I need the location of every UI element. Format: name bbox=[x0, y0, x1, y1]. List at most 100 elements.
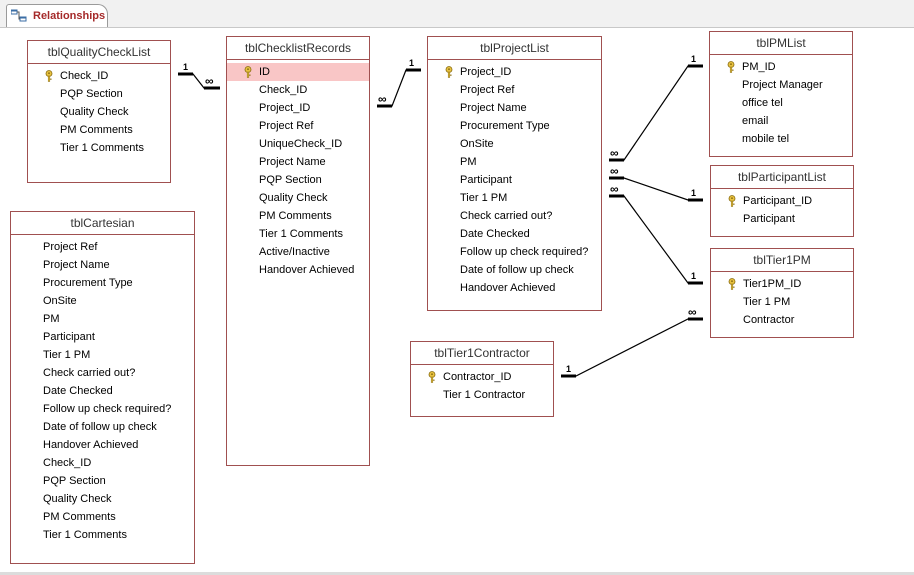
field-name: Follow up check required? bbox=[460, 246, 589, 258]
field-row[interactable]: Project Name bbox=[11, 256, 194, 274]
field-row[interactable]: Check carried out? bbox=[11, 364, 194, 382]
relationships-tab[interactable]: Relationships bbox=[6, 4, 108, 28]
primary-key-icon bbox=[44, 70, 54, 82]
field-row[interactable]: PM bbox=[11, 310, 194, 328]
field-row[interactable]: Tier1PM_ID bbox=[711, 275, 853, 293]
field-name: Handover Achieved bbox=[43, 439, 139, 451]
field-row[interactable]: PM Comments bbox=[11, 508, 194, 526]
field-row[interactable]: Follow up check required? bbox=[428, 243, 601, 261]
field-row[interactable]: Handover Achieved bbox=[428, 279, 601, 297]
field-row[interactable]: PQP Section bbox=[227, 171, 369, 189]
field-name: Quality Check bbox=[259, 192, 328, 204]
field-row[interactable]: Quality Check bbox=[227, 189, 369, 207]
table-title[interactable]: tblCartesian bbox=[11, 212, 194, 235]
field-name: Participant_ID bbox=[743, 195, 813, 207]
field-row[interactable]: PM_ID bbox=[710, 58, 852, 76]
field-row[interactable]: Check_ID bbox=[28, 67, 170, 85]
field-row[interactable]: Tier 1 Comments bbox=[227, 225, 369, 243]
field-row[interactable]: mobile tel bbox=[710, 130, 852, 148]
field-name: Check carried out? bbox=[43, 367, 136, 379]
relationships-canvas[interactable]: 1 ∞ 1 ∞ 1 ∞ 1 ∞ 1 ∞ 1 ∞ tblQualityCheckL… bbox=[0, 28, 914, 575]
field-row[interactable]: Project_ID bbox=[428, 63, 601, 81]
field-name: Project Name bbox=[259, 156, 326, 168]
field-row[interactable]: Quality Check bbox=[11, 490, 194, 508]
table-title[interactable]: tblProjectList bbox=[428, 37, 601, 60]
field-row[interactable]: Tier 1 PM bbox=[11, 346, 194, 364]
field-row[interactable]: Tier 1 PM bbox=[428, 189, 601, 207]
field-row[interactable]: Date Checked bbox=[11, 382, 194, 400]
field-row[interactable]: Participant bbox=[428, 171, 601, 189]
field-row[interactable]: Quality Check bbox=[28, 103, 170, 121]
field-row[interactable]: Tier 1 PM bbox=[711, 293, 853, 311]
field-row[interactable]: PQP Section bbox=[11, 472, 194, 490]
field-row[interactable]: Participant bbox=[711, 210, 853, 228]
field-name: Date Checked bbox=[460, 228, 530, 240]
field-row[interactable]: Tier 1 Comments bbox=[28, 139, 170, 157]
field-name: Project_ID bbox=[259, 102, 311, 114]
field-row[interactable]: Handover Achieved bbox=[11, 436, 194, 454]
many-marker: ∞ bbox=[378, 92, 387, 106]
field-row[interactable]: PM bbox=[428, 153, 601, 171]
field-row[interactable]: Check carried out? bbox=[428, 207, 601, 225]
field-row[interactable]: Procurement Type bbox=[11, 274, 194, 292]
field-name: Participant bbox=[460, 174, 512, 186]
tab-divider bbox=[0, 27, 914, 28]
field-row[interactable]: Date of follow up check bbox=[11, 418, 194, 436]
document-tab-strip: Relationships bbox=[0, 0, 914, 28]
field-row[interactable]: email bbox=[710, 112, 852, 130]
table-title[interactable]: tblPMList bbox=[710, 32, 852, 55]
field-row[interactable]: Date Checked bbox=[428, 225, 601, 243]
field-name: Tier 1 PM bbox=[743, 296, 791, 308]
field-row[interactable]: Contractor_ID bbox=[411, 368, 553, 386]
field-row[interactable]: Contractor bbox=[711, 311, 853, 329]
field-row[interactable]: Participant bbox=[11, 328, 194, 346]
field-row[interactable]: Project Name bbox=[227, 153, 369, 171]
table-title[interactable]: tblChecklistRecords bbox=[227, 37, 369, 60]
field-row[interactable]: Check_ID bbox=[11, 454, 194, 472]
field-name: email bbox=[742, 115, 769, 127]
field-row[interactable]: Project Manager bbox=[710, 76, 852, 94]
field-row[interactable]: ID bbox=[227, 63, 369, 81]
field-row[interactable]: Tier 1 Contractor bbox=[411, 386, 553, 404]
field-row[interactable]: Project_ID bbox=[227, 99, 369, 117]
field-row[interactable]: OnSite bbox=[11, 292, 194, 310]
field-row[interactable]: Check_ID bbox=[227, 81, 369, 99]
field-row[interactable]: UniqueCheck_ID bbox=[227, 135, 369, 153]
field-name: Quality Check bbox=[60, 106, 129, 118]
field-row[interactable]: PQP Section bbox=[28, 85, 170, 103]
field-name: PM_ID bbox=[742, 61, 776, 73]
table-title[interactable]: tblQualityCheckList bbox=[28, 41, 170, 64]
table-title[interactable]: tblTier1PM bbox=[711, 249, 853, 272]
field-row[interactable]: office tel bbox=[710, 94, 852, 112]
table-title[interactable]: tblParticipantList bbox=[711, 166, 853, 189]
table-tier1pm[interactable]: tblTier1PM Tier1PM_ID Tier 1 PM Contractor bbox=[710, 248, 854, 338]
field-name: Tier 1 Contractor bbox=[443, 389, 526, 401]
field-row[interactable]: Project Ref bbox=[11, 238, 194, 256]
field-row[interactable]: OnSite bbox=[428, 135, 601, 153]
rel-line-qualitycheck-checklist bbox=[178, 73, 220, 89]
field-row[interactable]: Project Ref bbox=[428, 81, 601, 99]
primary-key-icon bbox=[727, 195, 737, 207]
field-row[interactable]: Date of follow up check bbox=[428, 261, 601, 279]
field-row[interactable]: Tier 1 Comments bbox=[11, 526, 194, 544]
field-row[interactable]: Follow up check required? bbox=[11, 400, 194, 418]
field-row[interactable]: Project Name bbox=[428, 99, 601, 117]
field-row[interactable]: Participant_ID bbox=[711, 192, 853, 210]
field-name: PM bbox=[43, 313, 60, 325]
field-row[interactable]: Active/Inactive bbox=[227, 243, 369, 261]
field-row[interactable]: PM Comments bbox=[227, 207, 369, 225]
table-title[interactable]: tblTier1Contractor bbox=[411, 342, 553, 365]
field-row[interactable]: Project Ref bbox=[227, 117, 369, 135]
field-name: Tier 1 Comments bbox=[60, 142, 144, 154]
field-row[interactable]: PM Comments bbox=[28, 121, 170, 139]
bottom-scrollbar-track[interactable] bbox=[0, 572, 914, 575]
field-row[interactable]: Procurement Type bbox=[428, 117, 601, 135]
field-row[interactable]: Handover Achieved bbox=[227, 261, 369, 279]
